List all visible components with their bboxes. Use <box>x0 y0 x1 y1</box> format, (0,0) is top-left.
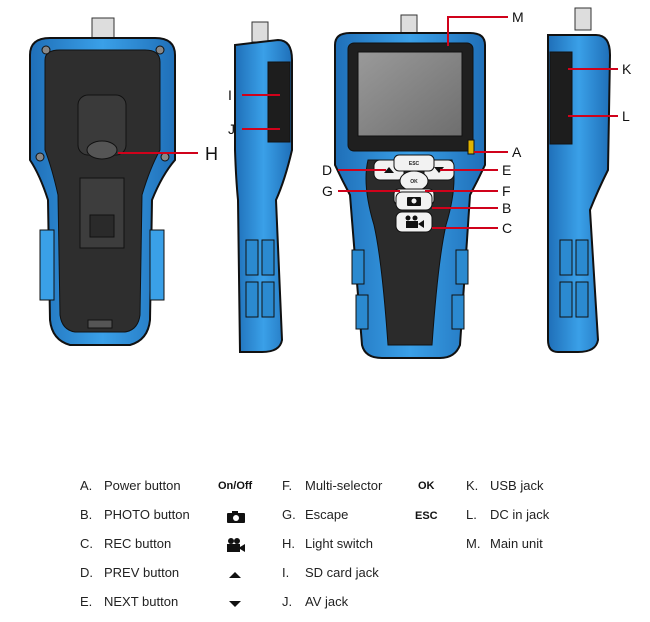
legend-letter-f: F. <box>282 478 293 493</box>
callout-l: L <box>622 108 630 124</box>
legend-label-k: USB jack <box>490 478 544 493</box>
power-button[interactable] <box>467 139 475 155</box>
leader-m <box>447 16 508 46</box>
on-off-symbol: On/Off <box>218 480 253 492</box>
callout-c: C <box>502 220 512 236</box>
device-back-view <box>29 17 176 346</box>
esc-label: ESC <box>409 161 420 167</box>
legend-letter-g: G. <box>282 507 296 522</box>
legend-label-e: NEXT button <box>104 594 179 609</box>
callout-d: D <box>322 162 332 178</box>
device-diagram: ESC OK <box>29 7 632 359</box>
legend-label-i: SD card jack <box>305 565 379 580</box>
legend-label-m: Main unit <box>490 536 543 551</box>
callout-h: H <box>205 144 218 164</box>
legend-letter-l: L. <box>466 507 477 522</box>
legend-letter-k: K. <box>466 478 479 493</box>
camera-icon <box>227 511 245 523</box>
video-camera-icon <box>227 538 245 552</box>
legend-label-h: Light switch <box>305 536 373 551</box>
legend-label-j: AV jack <box>305 594 349 609</box>
ok-label: OK <box>410 179 418 185</box>
legend-letter-j: J. <box>282 594 293 609</box>
screen <box>357 51 463 137</box>
ok-symbol: OK <box>418 480 435 492</box>
callout-b: B <box>502 200 511 216</box>
callout-m: M <box>512 9 524 25</box>
legend-letter-e: E. <box>80 594 93 609</box>
device-right-side-view <box>547 7 612 353</box>
callout-g: G <box>322 183 333 199</box>
legend-label-a: Power button <box>104 478 181 493</box>
arrow-down-icon <box>229 601 241 607</box>
legend-letter-c: C. <box>80 536 93 551</box>
legend-letter-m: M. <box>466 536 481 551</box>
arrow-up-icon <box>229 572 241 578</box>
legend-letter-a: A. <box>80 478 93 493</box>
legend-label-c: REC button <box>104 536 172 551</box>
legend-label-b: PHOTO button <box>104 507 190 522</box>
legend-label-l: DC in jack <box>490 507 550 522</box>
legend-label-f: Multi-selector <box>305 478 383 493</box>
callout-j: J <box>228 121 235 137</box>
callout-k: K <box>622 61 632 77</box>
callout-f: F <box>502 183 511 199</box>
callout-letters: H I J M A D E G F B C K L <box>205 9 632 236</box>
callout-e: E <box>502 162 511 178</box>
callout-i: I <box>228 87 232 103</box>
callout-a: A <box>512 144 522 160</box>
legend-letter-b: B. <box>80 507 93 522</box>
esc-symbol: ESC <box>415 510 438 522</box>
legend-letter-h: H. <box>282 536 295 551</box>
legend-label-d: PREV button <box>104 565 180 580</box>
device-front-view: ESC OK <box>334 14 486 359</box>
legend: A. Power button On/Off B. PHOTO button C… <box>0 470 650 620</box>
legend-letter-i: I. <box>282 565 290 580</box>
legend-letter-d: D. <box>80 565 93 580</box>
leader-lines <box>118 16 618 229</box>
device-left-side-view <box>234 21 293 353</box>
legend-label-g: Escape <box>305 507 349 522</box>
